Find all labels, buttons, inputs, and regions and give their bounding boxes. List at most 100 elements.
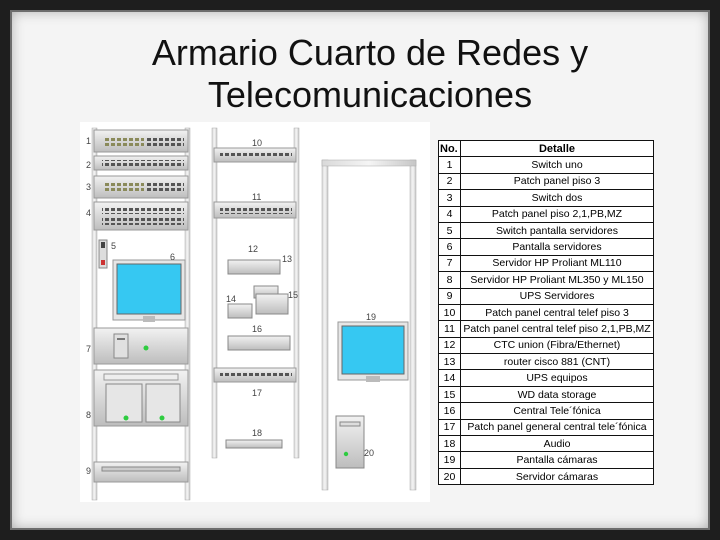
label-14: 14 bbox=[226, 294, 236, 304]
legend-detail-cell: Servidor cámaras bbox=[460, 467, 654, 486]
phone-central-16 bbox=[227, 335, 291, 351]
label-2: 2 bbox=[86, 160, 91, 170]
label-18: 18 bbox=[252, 428, 262, 438]
legend-detail-cell: UPS Servidores bbox=[460, 287, 654, 305]
title-line-1: Armario Cuarto de Redes y bbox=[151, 32, 589, 73]
label-13: 13 bbox=[282, 254, 292, 264]
legend-no-cell: 7 bbox=[438, 254, 461, 273]
legend-no-cell: 13 bbox=[438, 353, 461, 371]
legend-detail-cell: WD data storage bbox=[460, 385, 654, 404]
label-1: 1 bbox=[86, 136, 91, 146]
legend-no-cell: 1 bbox=[438, 156, 461, 174]
rack-3 bbox=[321, 159, 417, 491]
ctc-union-12 bbox=[227, 259, 281, 275]
legend-header-no: No. bbox=[438, 139, 461, 158]
label-10: 10 bbox=[252, 138, 262, 148]
rack-illustration: 1 2 3 4 5 6 7 8 9 10 11 12 13 14 15 16 1… bbox=[86, 127, 417, 501]
legend-detail-cell: Patch panel central telef piso 3 bbox=[460, 303, 654, 322]
legend-detail-cell: Pantalla cámaras bbox=[460, 451, 654, 469]
legend-detail-cell: Central Tele´fónica bbox=[460, 402, 654, 420]
ups-14 bbox=[227, 303, 253, 319]
label-9: 9 bbox=[86, 466, 91, 476]
slide-title: Armario Cuarto de Redes y Telecomunicaci… bbox=[10, 32, 720, 116]
legend-no-cell: 20 bbox=[438, 467, 461, 486]
label-12: 12 bbox=[248, 244, 258, 254]
legend-detail-cell: Patch panel general central tele´fónica bbox=[460, 418, 654, 437]
legend-no-cell: 9 bbox=[438, 287, 461, 305]
legend-header-detail: Detalle bbox=[460, 139, 654, 158]
label-3: 3 bbox=[86, 182, 91, 192]
server-7 bbox=[93, 327, 189, 365]
legend-detail-cell: Patch panel piso 3 bbox=[460, 172, 654, 191]
legend-no-cell: 19 bbox=[438, 451, 461, 469]
legend-detail-cell: UPS equipos bbox=[460, 369, 654, 387]
label-7: 7 bbox=[86, 344, 91, 354]
legend-no-cell: 15 bbox=[438, 385, 461, 404]
title-line-2: Telecomunicaciones bbox=[207, 74, 533, 115]
legend-no-cell: 17 bbox=[438, 418, 461, 437]
legend-detail-cell: Switch pantalla servidores bbox=[460, 221, 654, 240]
label-6: 6 bbox=[170, 252, 175, 262]
label-11: 11 bbox=[252, 192, 261, 202]
legend-detail-cell: Switch dos bbox=[460, 189, 654, 207]
legend-no-cell: 16 bbox=[438, 402, 461, 420]
legend-no-cell: 5 bbox=[438, 221, 461, 240]
legend-no-cell: 10 bbox=[438, 303, 461, 322]
label-8: 8 bbox=[86, 410, 91, 420]
audio-18 bbox=[225, 439, 283, 449]
label-16: 16 bbox=[252, 324, 262, 334]
legend-detail-cell: Pantalla servidores bbox=[460, 238, 654, 256]
label-4: 4 bbox=[86, 208, 91, 218]
label-15: 15 bbox=[288, 290, 298, 300]
legend-no-cell: 2 bbox=[438, 172, 461, 191]
ups-9 bbox=[93, 461, 189, 483]
legend-detail-cell: router cisco 881 (CNT) bbox=[460, 353, 654, 371]
label-19: 19 bbox=[366, 312, 376, 322]
label-17: 17 bbox=[252, 388, 262, 398]
legend-no-cell: 4 bbox=[438, 205, 461, 223]
legend-detail-cell: Patch panel piso 2,1,PB,MZ bbox=[460, 205, 654, 223]
rack-1 bbox=[91, 127, 191, 501]
legend-detail-cell: Patch panel central telef piso 2,1,PB,MZ bbox=[460, 320, 654, 338]
legend-header-row: No. Detalle bbox=[438, 139, 654, 158]
legend-no-cell: 6 bbox=[438, 238, 461, 256]
legend-detail-cell: CTC union (Fibra/Ethernet) bbox=[460, 336, 654, 355]
legend-detail-cell: Servidor HP Proliant ML110 bbox=[460, 254, 654, 273]
storage-15 bbox=[255, 293, 289, 315]
legend-no-cell: 12 bbox=[438, 336, 461, 355]
legend-detail-cell: Audio bbox=[460, 435, 654, 453]
label-5: 5 bbox=[111, 241, 116, 251]
legend-detail-cell: Servidor HP Proliant ML350 y ML150 bbox=[460, 271, 654, 289]
legend-no-cell: 3 bbox=[438, 189, 461, 207]
legend-no-cell: 14 bbox=[438, 369, 461, 387]
rack-2 bbox=[211, 127, 300, 459]
switch-5 bbox=[98, 239, 108, 269]
rack-diagram: 1 2 3 4 5 6 7 8 9 10 11 12 13 14 15 16 1… bbox=[80, 122, 430, 502]
legend-no-cell: 11 bbox=[438, 320, 461, 338]
label-20: 20 bbox=[364, 448, 374, 458]
legend-detail-cell: Switch uno bbox=[460, 156, 654, 174]
legend-no-cell: 8 bbox=[438, 271, 461, 289]
legend-no-cell: 18 bbox=[438, 435, 461, 453]
